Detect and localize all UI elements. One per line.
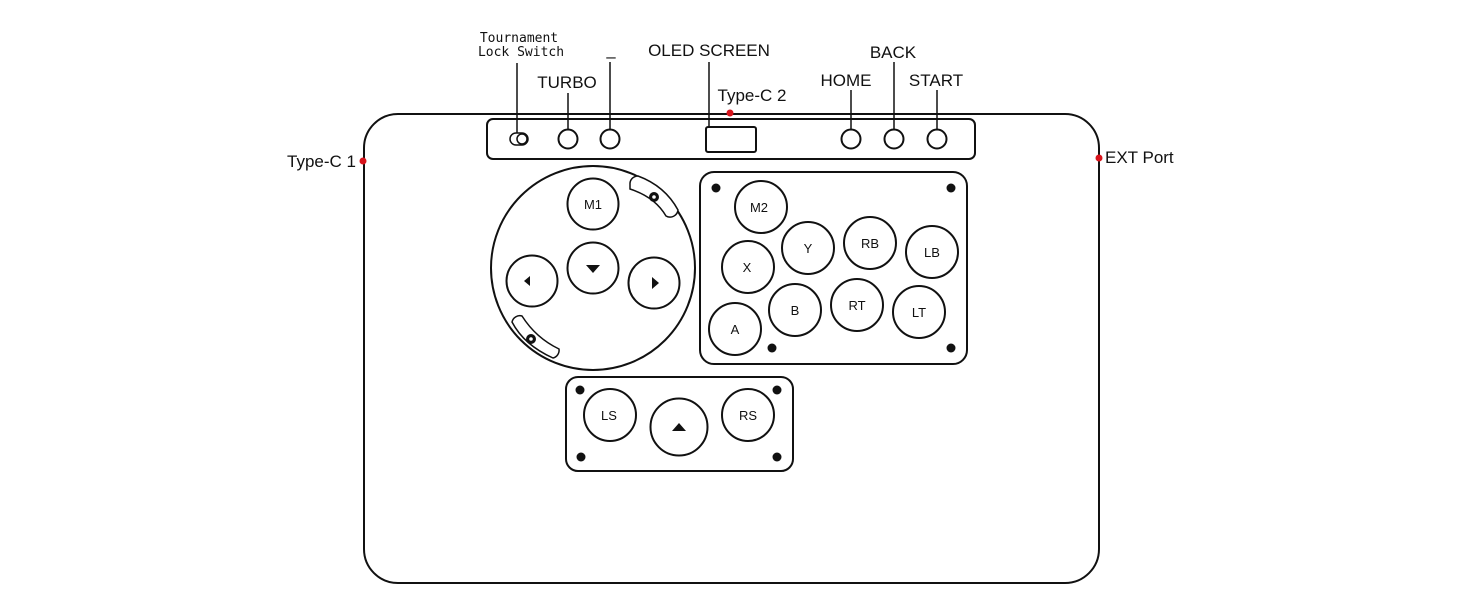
mount-slot-bottom <box>511 314 560 359</box>
screw-bottom-tl <box>575 385 585 395</box>
rb-button-label: RB <box>861 236 879 251</box>
label-oled-screen: OLED SCREEN <box>648 41 770 60</box>
ext-port-dot <box>1095 154 1103 162</box>
left-module-plate <box>490 165 696 371</box>
lb-button[interactable]: LB <box>905 225 959 279</box>
minus-button[interactable] <box>599 128 621 150</box>
a-button-label: A <box>731 322 740 337</box>
top-panel <box>486 118 976 160</box>
y-button-label: Y <box>804 241 813 256</box>
rt-button[interactable]: RT <box>830 278 884 332</box>
home-button[interactable] <box>840 128 862 150</box>
screw-bottom-br <box>772 452 782 462</box>
label-back: BACK <box>870 43 917 62</box>
label-minus: – <box>606 47 616 66</box>
lb-button-label: LB <box>924 245 940 260</box>
screw-bottom-bl <box>576 452 586 462</box>
screw-bottom-tr <box>772 385 782 395</box>
type-c-2-port-dot <box>726 109 734 117</box>
ls-button[interactable]: LS <box>583 388 637 442</box>
back-button[interactable] <box>883 128 905 150</box>
a-button[interactable]: A <box>708 302 762 356</box>
lt-button-label: LT <box>912 305 926 320</box>
label-ext-port: EXT Port <box>1105 148 1174 167</box>
b-button[interactable]: B <box>768 283 822 337</box>
rs-button[interactable]: RS <box>721 388 775 442</box>
dpad-down-button[interactable] <box>566 241 620 295</box>
m2-button[interactable]: M2 <box>734 180 788 234</box>
rb-button[interactable]: RB <box>843 216 897 270</box>
y-button[interactable]: Y <box>781 221 835 275</box>
rs-button-label: RS <box>739 408 757 423</box>
label-home: HOME <box>821 71 872 90</box>
down-arrow-icon <box>586 265 600 273</box>
up-button[interactable] <box>649 397 709 457</box>
m1-button[interactable]: M1 <box>566 177 620 231</box>
label-type-c-1: Type-C 1 <box>287 152 356 171</box>
tournament-lock-switch[interactable] <box>509 132 529 146</box>
mount-slot-top <box>629 175 679 218</box>
ls-button-label: LS <box>601 408 617 423</box>
left-arrow-icon <box>524 276 530 286</box>
x-button-label: X <box>743 260 752 275</box>
turbo-button[interactable] <box>557 128 579 150</box>
lt-button[interactable]: LT <box>892 285 946 339</box>
dpad-left-button[interactable] <box>505 254 559 308</box>
screw-panel-tl <box>711 183 721 193</box>
screw-panel-tr <box>946 183 956 193</box>
rt-button-label: RT <box>848 298 865 313</box>
label-tournament-lock-line1: Tournament <box>480 31 558 46</box>
b-button-label: B <box>791 303 800 318</box>
bottom-module-panel <box>565 376 794 472</box>
label-type-c-2: Type-C 2 <box>718 86 787 105</box>
label-tournament-lock-line2: Lock Switch <box>478 45 564 60</box>
label-turbo: TURBO <box>537 73 597 92</box>
m1-button-label: M1 <box>584 197 602 212</box>
label-start: START <box>909 71 963 90</box>
right-button-panel <box>699 171 968 365</box>
x-button[interactable]: X <box>721 240 775 294</box>
screw-panel-bm <box>767 343 777 353</box>
screw-panel-br <box>946 343 956 353</box>
m2-button-label: M2 <box>750 200 768 215</box>
up-arrow-icon <box>672 423 686 431</box>
type-c-1-port-dot <box>359 157 367 165</box>
right-arrow-icon <box>652 277 659 289</box>
oled-screen <box>705 126 757 153</box>
dpad-right-button[interactable] <box>627 256 681 310</box>
start-button[interactable] <box>926 128 948 150</box>
